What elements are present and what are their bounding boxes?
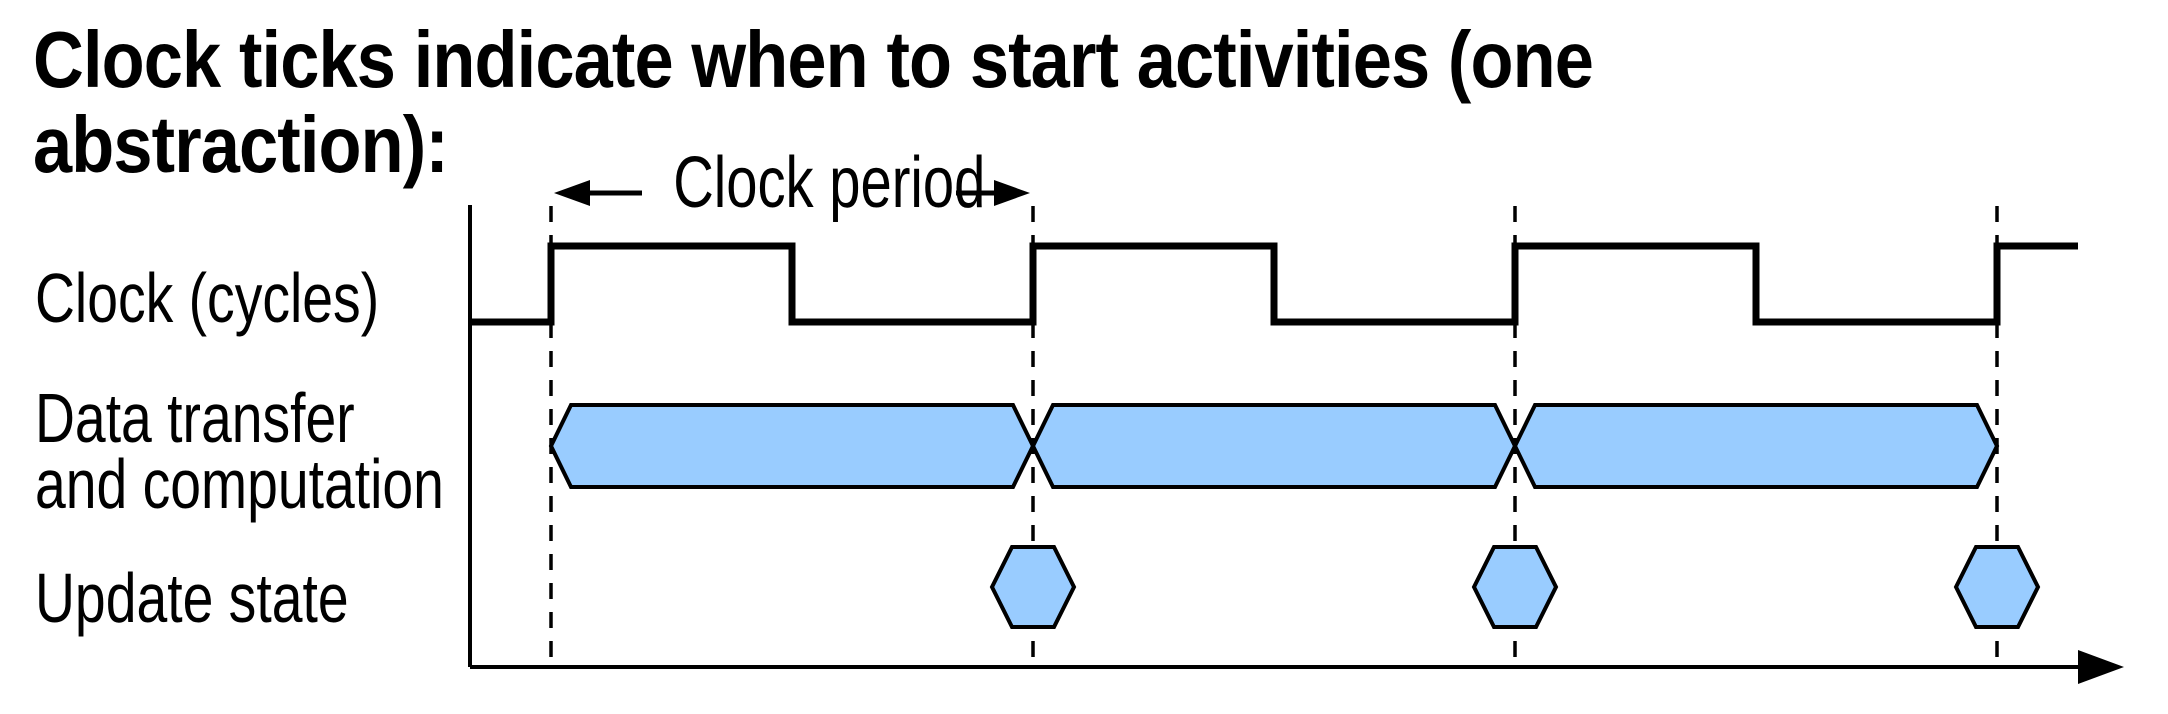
data-transfer-row-label: Data transfer and computation bbox=[35, 379, 444, 523]
page-title: Clock ticks indicate when to start activ… bbox=[33, 15, 1594, 189]
clock-period-right-arrowhead-icon bbox=[994, 180, 1030, 206]
update-state-hexagons bbox=[989, 545, 2041, 629]
time-axis-arrowhead-icon bbox=[2078, 650, 2124, 684]
data-transfer-hexagons bbox=[548, 403, 2000, 489]
page-title-line-2: abstraction): bbox=[33, 100, 449, 189]
data-transfer-hexagon-2 bbox=[1030, 403, 1518, 489]
update-state-hexagon-2 bbox=[1471, 545, 1559, 629]
page-title-line-1: Clock ticks indicate when to start activ… bbox=[33, 15, 1594, 104]
update-state-hexagon-1 bbox=[989, 545, 1077, 629]
data-transfer-row-label-line-2: and computation bbox=[35, 445, 444, 523]
clock-period-dimension bbox=[554, 180, 1030, 206]
clock-waveform bbox=[470, 242, 2078, 326]
data-transfer-row-label-line-1: Data transfer bbox=[35, 379, 355, 457]
clock-row-label: Clock (cycles) bbox=[35, 259, 380, 337]
data-transfer-hexagon-3 bbox=[1512, 403, 2000, 489]
update-state-hexagon-3 bbox=[1953, 545, 2041, 629]
update-state-row-label: Update state bbox=[35, 559, 349, 637]
data-transfer-hexagon-1 bbox=[548, 403, 1036, 489]
clock-period-left-arrowhead-icon bbox=[554, 180, 590, 206]
